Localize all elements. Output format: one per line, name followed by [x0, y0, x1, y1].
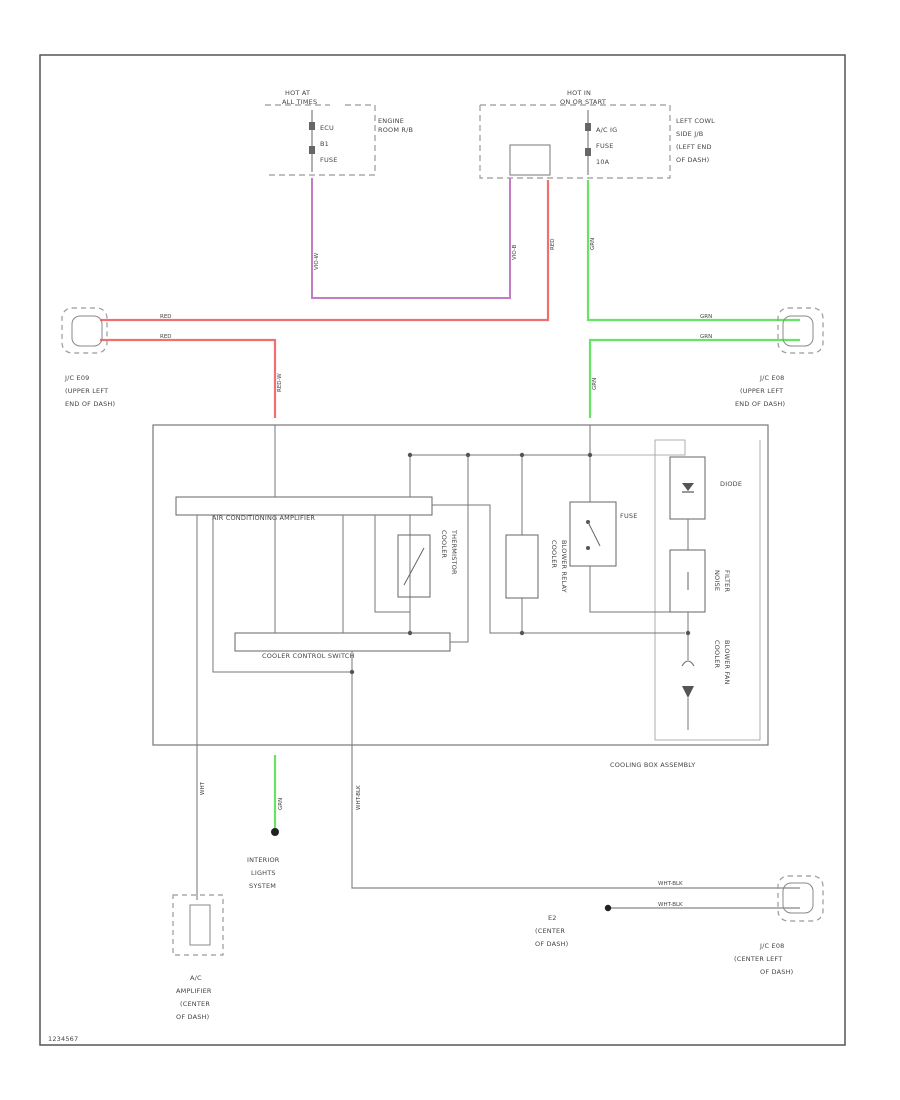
wire-label-red-top: RED: [160, 314, 172, 320]
wire-label-vio: VIO-W: [314, 252, 320, 270]
thermistor-label-2: THERMISTOR: [450, 529, 458, 575]
jc-right-1: J/C E08: [759, 374, 785, 382]
wire-label-grn-low: GRN: [592, 378, 598, 390]
relay-coil: [505, 534, 539, 599]
wire-label-red-bottom: RED: [160, 334, 172, 340]
jc-right-2: (UPPER LEFT: [740, 387, 783, 395]
wire-label-grn-bottom: GRN: [278, 798, 284, 810]
ig-fuse-1: A/C IG: [596, 126, 617, 134]
jc-bottom-connector: J/C E08 (CENTER LEFT OF DASH): [734, 875, 824, 976]
motor-label-1: COOLER: [713, 640, 721, 668]
engine-room-1: ENGINE: [378, 117, 404, 125]
wire-label-grn-b: GRN: [700, 334, 712, 340]
green-wire-2: [588, 338, 800, 418]
hot-label-1: HOT AT: [285, 89, 310, 97]
hot-in-2: ON OR START: [560, 98, 606, 106]
ig-fuse-3: 10A: [596, 158, 610, 166]
jc-left-3: END OF DASH): [65, 400, 115, 408]
ac-amp-1: A/C: [190, 974, 202, 982]
jc-left-2: (UPPER LEFT: [65, 387, 108, 395]
e2-3: OF DASH): [535, 940, 568, 948]
ac-amplifier-label: AIR CONDITIONING AMPLIFIER: [212, 514, 315, 522]
interior-1: INTERIOR: [247, 856, 280, 864]
wire-label-vio-b: VIO-B: [512, 244, 518, 260]
thermistor-label-1: COOLER: [440, 530, 448, 558]
wht-blk-wire: [351, 745, 800, 889]
red-wire-2: [100, 338, 277, 418]
ac-amp-2: AMPLIFIER: [176, 987, 212, 995]
noise-label-1: NOISE: [713, 570, 721, 591]
wire-label-wht-blk-1: WHT-BLK: [658, 881, 683, 887]
relay-contacts: [569, 501, 617, 567]
footer-code: 1234567: [48, 1035, 78, 1043]
red-wire-1: [100, 180, 550, 322]
source-box-right: HOT IN ON OR START A/C IG FUSE 10A LEFT …: [479, 89, 715, 179]
jc-bottom-1: J/C E08: [759, 942, 785, 950]
jc-bottom-2: (CENTER LEFT: [734, 955, 782, 963]
jc-right-connector: J/C E08 (UPPER LEFT END OF DASH): [735, 307, 824, 408]
jc-left-1: J/C E09: [64, 374, 90, 382]
assembly-title: COOLING BOX ASSEMBLY: [610, 761, 695, 769]
wire-label-wht-blk-2: WHT-BLK: [658, 902, 683, 908]
wire-label-wht: WHT: [200, 781, 206, 795]
diode-label: DIODE: [720, 480, 742, 488]
ac-amp-4: OF DASH): [176, 1013, 209, 1021]
cowl-2: SIDE J/B: [676, 130, 703, 138]
jc-left-connector: J/C E09 (UPPER LEFT END OF DASH): [61, 307, 115, 408]
cooler-thermistor: [397, 534, 431, 598]
wire-label-red: RED: [550, 238, 556, 250]
motor-label-2: BLOWER FAN: [723, 640, 731, 685]
noise-label-2: FILTER: [723, 570, 731, 592]
e2-2: (CENTER: [535, 927, 565, 935]
wire-label-wht-blk: WHT-BLK: [356, 785, 362, 810]
jc-right-3: END OF DASH): [735, 400, 785, 408]
hot-label-2: ALL TIMES: [282, 98, 317, 106]
hot-in-1: HOT IN: [567, 89, 591, 97]
cooler-control-switch: [234, 632, 451, 652]
interior-2: LIGHTS: [251, 869, 276, 877]
ac-amplifier: [175, 496, 433, 516]
wire-label-red-w: RED-W: [277, 373, 283, 392]
source-box-left: HOT AT ALL TIMES ENGINE ROOM R/B ECU B1 …: [265, 89, 413, 176]
relay-label-1: COOLER: [550, 540, 558, 568]
diagram-border: [39, 54, 846, 1046]
ac-amp-3: (CENTER: [180, 1000, 210, 1008]
fuse-label: FUSE: [620, 512, 638, 520]
jc-bottom-3: OF DASH): [760, 968, 793, 976]
ac-amplifier-connector: A/C AMPLIFIER (CENTER OF DASH): [172, 894, 224, 1021]
ecu-fuse-3: FUSE: [320, 156, 338, 164]
e2-1: E2: [548, 914, 557, 922]
switch-label: COOLER CONTROL SWITCH: [262, 652, 355, 660]
cooling-box-assembly: COOLING BOX ASSEMBLY AIR CONDITIONING AM…: [152, 424, 769, 769]
ecu-fuse-2: B1: [320, 140, 329, 148]
cowl-4: OF DASH): [676, 156, 709, 164]
ecu-fuse-1: ECU: [320, 124, 334, 132]
violet-wire: [311, 178, 511, 299]
ig-fuse-2: FUSE: [596, 142, 614, 150]
cowl-3: (LEFT END: [676, 143, 712, 151]
green-wire-1: [586, 180, 800, 322]
engine-room-2: ROOM R/B: [378, 126, 413, 134]
interior-3: SYSTEM: [249, 882, 276, 890]
wire-label-grn: GRN: [590, 238, 596, 250]
wire-label-grn-w: GRN: [700, 314, 712, 320]
relay-label-2: BLOWER RELAY: [560, 540, 568, 593]
cowl-1: LEFT COWL: [676, 117, 715, 125]
